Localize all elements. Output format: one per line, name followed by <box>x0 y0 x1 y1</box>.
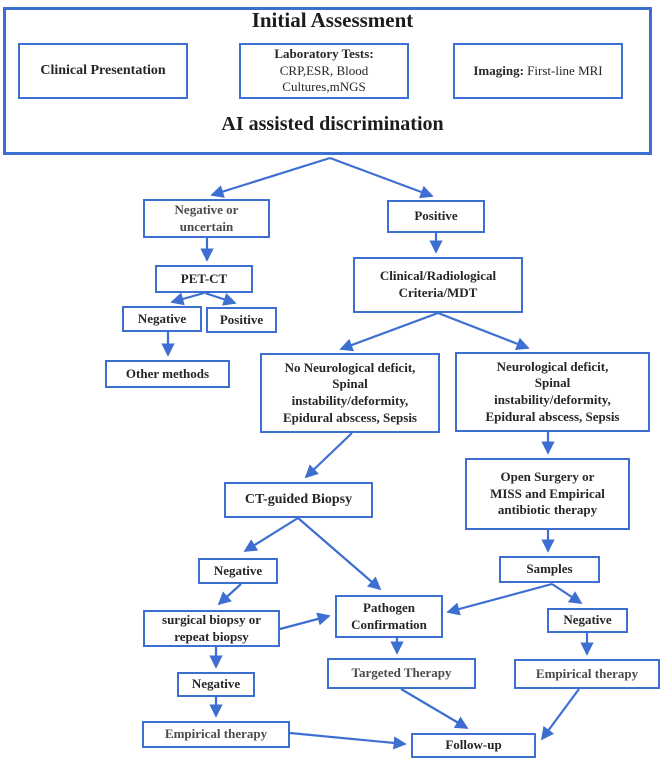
samples-box: Samples <box>499 556 600 583</box>
empirical-therapy-right-box: Empirical therapy <box>514 659 660 689</box>
no-neurological-deficit-label: No Neurological deficit, Spinal instabil… <box>282 359 417 425</box>
samples-negative-label: Negative <box>563 612 612 628</box>
imaging-title: Imaging: <box>473 62 524 78</box>
pet-negative-label: Negative <box>137 310 187 326</box>
pet-positive-label: Positive <box>219 311 264 327</box>
samples-label: Samples <box>526 561 573 577</box>
edge-assessment-to-positive <box>329 156 434 199</box>
edge-assessment-to-negative-uncertain <box>210 156 331 198</box>
empirical-therapy-right-label: Empirical therapy <box>535 665 639 681</box>
open-surgery-label: Open Surgery or MISS and Empirical antib… <box>490 469 605 518</box>
empirical-therapy-left-label: Empirical therapy <box>164 726 268 742</box>
samples-negative-box: Negative <box>547 608 628 633</box>
imaging-body: First-line MRI <box>523 62 603 78</box>
edge-samples-to-negative <box>551 583 583 604</box>
negative-or-uncertain-box: Negative or uncertain <box>143 199 270 238</box>
positive-label: Positive <box>414 208 458 224</box>
laboratory-tests-box: Laboratory Tests: CRP,ESR, Blood Culture… <box>239 43 409 99</box>
pet-ct-label: PET-CT <box>180 270 228 286</box>
other-methods-box: Other methods <box>105 360 230 388</box>
biopsy-negative-box: Negative <box>198 558 278 584</box>
positive-box: Positive <box>387 200 485 233</box>
other-methods-label: Other methods <box>125 365 210 381</box>
repeat-negative-box: Negative <box>177 672 255 697</box>
edge-criteria-to-neuro <box>437 311 530 351</box>
pet-negative-box: Negative <box>122 306 202 332</box>
edge-empirical-left-to-followup <box>289 731 407 750</box>
clinical-radiological-criteria-label: Clinical/Radiological Criteria/MDT <box>379 268 497 300</box>
targeted-therapy-box: Targeted Therapy <box>327 658 476 689</box>
edge-empirical-right-to-followup <box>540 688 580 741</box>
edge-no-neuro-to-ct-biopsy <box>304 432 353 479</box>
no-neurological-deficit-box: No Neurological deficit, Spinal instabil… <box>260 353 440 433</box>
pathogen-confirmation-label: Pathogen Confirmation <box>351 599 427 632</box>
clinical-radiological-criteria-box: Clinical/Radiological Criteria/MDT <box>353 257 523 313</box>
biopsy-negative-label: Negative <box>213 562 263 578</box>
edge-ct-biopsy-to-pathogen <box>297 517 382 591</box>
edge-ct-biopsy-to-negative <box>243 517 299 552</box>
neurological-deficit-box: Neurological deficit, Spinal instability… <box>455 352 650 432</box>
edge-petct-to-negative <box>170 291 205 306</box>
negative-or-uncertain-label: Negative or uncertain <box>174 201 239 234</box>
laboratory-tests-title: Laboratory Tests: <box>274 46 374 62</box>
ai-discrimination-title: AI assisted discrimination <box>221 113 444 135</box>
laboratory-tests-body: CRP,ESR, Blood Cultures,mNGS <box>279 62 369 95</box>
clinical-presentation-label: Clinical Presentation <box>40 63 166 79</box>
follow-up-box: Follow-up <box>411 733 536 758</box>
ct-guided-biopsy-label: CT-guided Biopsy <box>244 492 353 508</box>
neurological-deficit-label: Neurological deficit, Spinal instability… <box>485 358 620 424</box>
edge-samples-to-pathogen <box>446 582 553 616</box>
surgical-repeat-biopsy-label: surgical biopsy or repeat biopsy <box>162 611 261 644</box>
empirical-therapy-left-box: Empirical therapy <box>142 721 290 748</box>
pet-ct-box: PET-CT <box>155 265 253 293</box>
pathogen-confirmation-box: Pathogen Confirmation <box>335 595 443 638</box>
edge-negative-to-surgical-biopsy <box>217 583 242 606</box>
edge-surgical-biopsy-to-pathogen <box>279 612 331 631</box>
surgical-repeat-biopsy-box: surgical biopsy or repeat biopsy <box>143 610 280 647</box>
follow-up-label: Follow-up <box>445 737 502 753</box>
open-surgery-box: Open Surgery or MISS and Empirical antib… <box>465 458 630 530</box>
pet-positive-box: Positive <box>206 307 277 333</box>
edge-petct-to-positive <box>204 291 237 306</box>
targeted-therapy-label: Targeted Therapy <box>351 665 452 681</box>
edge-targeted-to-followup <box>400 688 469 729</box>
initial-assessment-title: Initial Assessment <box>251 8 414 32</box>
edge-criteria-to-no-neuro <box>339 311 439 352</box>
clinical-presentation-box: Clinical Presentation <box>18 43 188 99</box>
imaging-box: Imaging: First-line MRI <box>453 43 623 99</box>
repeat-negative-label: Negative <box>191 676 241 692</box>
ct-guided-biopsy-box: CT-guided Biopsy <box>224 482 373 518</box>
